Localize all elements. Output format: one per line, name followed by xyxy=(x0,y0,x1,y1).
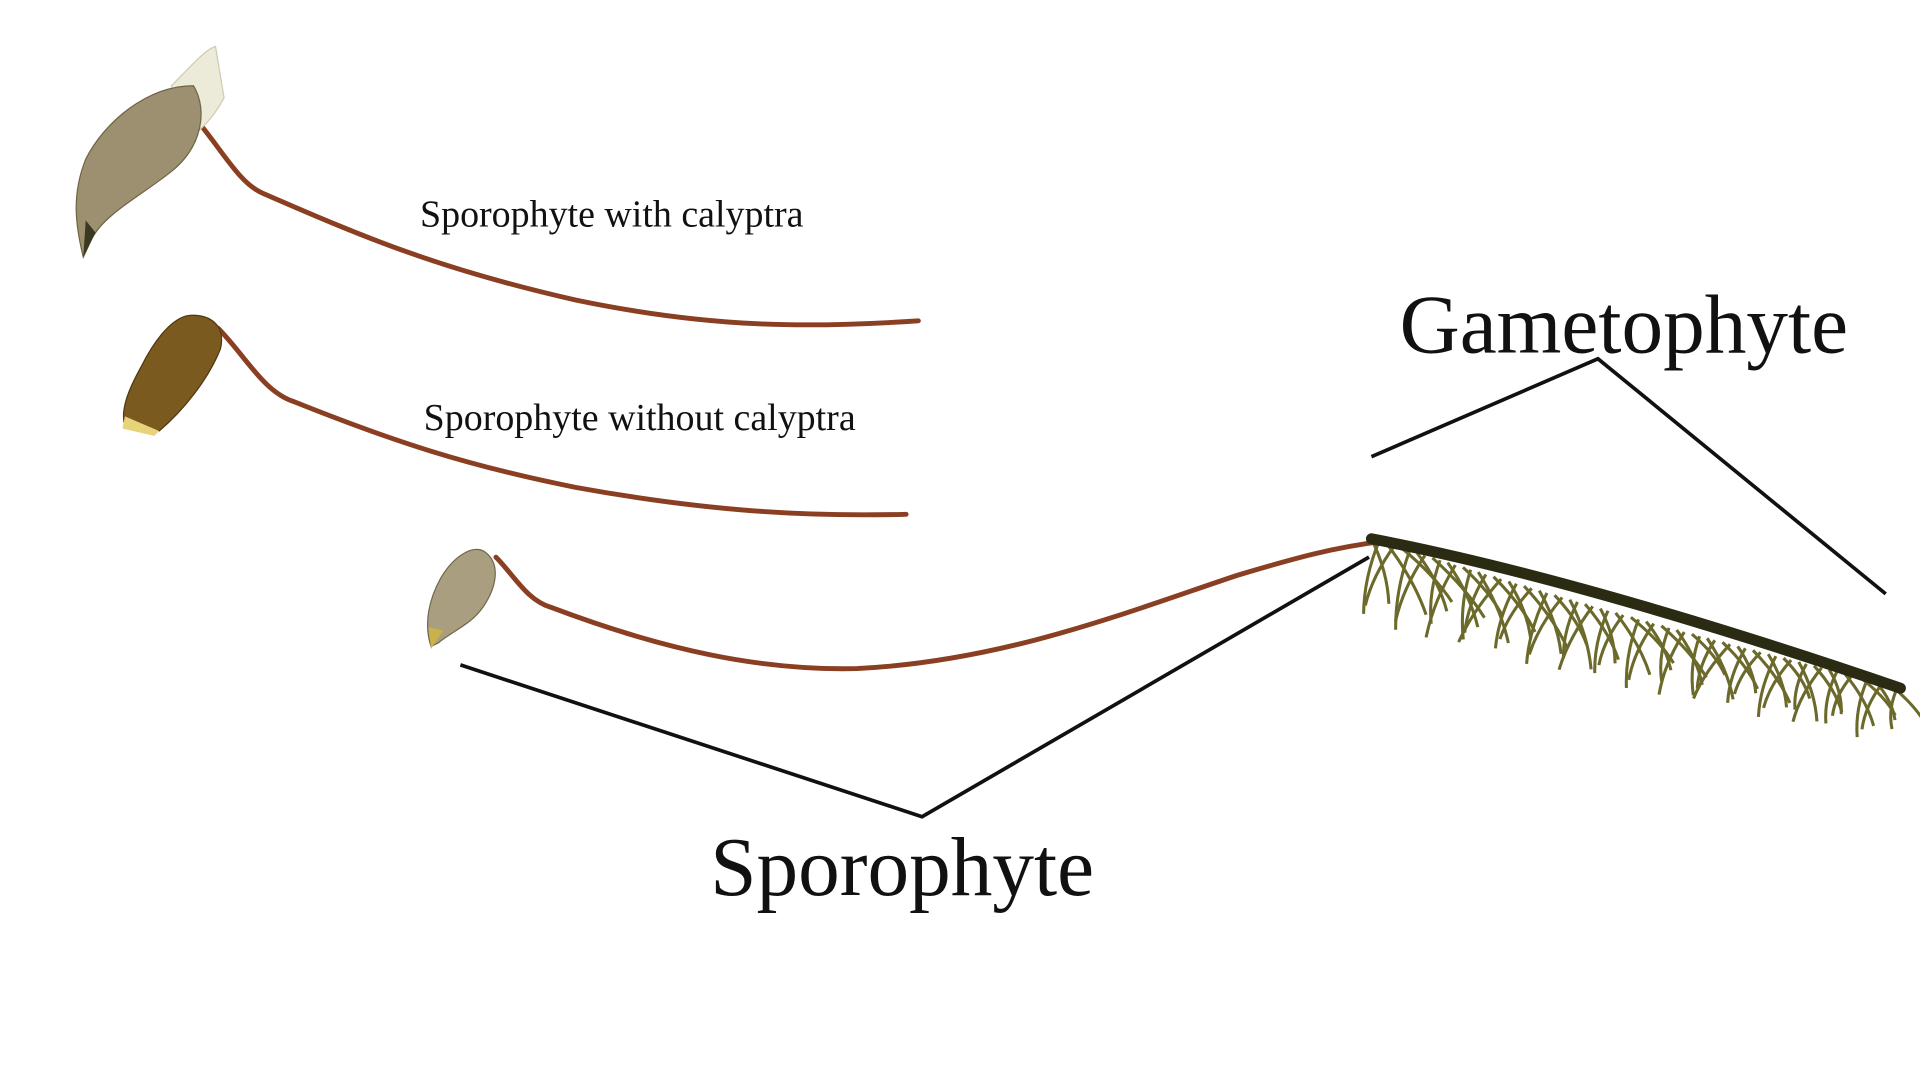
gametophyte-leaf xyxy=(1766,653,1789,708)
gametophyte-leaf xyxy=(1370,538,1391,604)
gametophyte-leaf xyxy=(1660,624,1708,679)
gametophyte-leaf xyxy=(1561,601,1579,658)
gametophyte-leaf xyxy=(1583,603,1620,661)
gametophyte-leaf xyxy=(1751,649,1792,704)
gametophyte-leaf xyxy=(1855,678,1869,738)
gametophyte-leaf xyxy=(1461,566,1505,618)
capsule-3-tip xyxy=(428,626,444,649)
gametophyte-leaf xyxy=(1457,578,1503,643)
gametophyte-leaf xyxy=(1553,594,1589,646)
gametophyte-leaf xyxy=(1599,607,1617,664)
gametophyte-leaf xyxy=(1460,569,1473,640)
capsule-1 xyxy=(75,85,202,259)
label-sporophyte-with-calyptra: Sporophyte with calyptra xyxy=(420,194,804,236)
gametophyte-leaf xyxy=(1782,657,1812,699)
gametophyte-leaf xyxy=(1400,547,1454,603)
gametophyte-leaf xyxy=(1629,616,1675,664)
gametophyte-leaf xyxy=(1363,545,1396,606)
label-sporophyte: Sporophyte xyxy=(710,822,1094,914)
gametophyte-leader-line xyxy=(1370,356,1887,596)
gametophyte-leaf xyxy=(1492,575,1537,633)
sporophyte-leader-line xyxy=(459,555,1370,819)
gametophyte-leaf xyxy=(1692,643,1732,700)
seta-3 xyxy=(493,538,1387,672)
label-sporophyte-without-calyptra: Sporophyte without calyptra xyxy=(424,397,856,439)
gametophyte-leaf xyxy=(1522,584,1569,649)
gametophyte-shoot xyxy=(1362,533,1920,738)
gametophyte-leaf xyxy=(1498,587,1533,640)
sporophyte-without-calyptra xyxy=(122,314,909,518)
gametophyte-leaf xyxy=(1557,605,1594,671)
gametophyte-leaf xyxy=(1527,596,1564,655)
gametophyte-leaf xyxy=(1690,632,1727,676)
gametophyte-leaf xyxy=(1824,670,1839,724)
gametophyte-leaf xyxy=(1705,637,1735,700)
capsule-3 xyxy=(426,548,496,648)
gametophyte-leaf xyxy=(1793,663,1808,710)
seta-2 xyxy=(215,325,909,518)
sporophyte-attached xyxy=(426,538,1387,672)
gametophyte-leaf xyxy=(1797,661,1819,722)
gametophyte-leaf xyxy=(1424,564,1457,638)
gametophyte-leaf xyxy=(1431,556,1486,619)
gametophyte-leaf xyxy=(1812,664,1844,713)
gametophyte-leaf xyxy=(1429,559,1442,624)
gametophyte-leaf xyxy=(1614,611,1652,676)
gametophyte-stem xyxy=(1365,533,1906,694)
capsule-2 xyxy=(122,314,223,432)
gametophyte-leaf xyxy=(1721,641,1759,690)
seta-1 xyxy=(191,113,921,328)
gametophyte-leaf xyxy=(1843,672,1876,727)
gametophyte-leaf xyxy=(1385,542,1428,616)
sporophyte-with-calyptra xyxy=(75,45,921,328)
label-gametophyte: Gametophyte xyxy=(1400,280,1849,372)
capsule-1-tip xyxy=(83,220,96,258)
gametophyte-leaf xyxy=(1394,550,1412,630)
gametophyte-leaf xyxy=(1736,645,1758,694)
capsule-2-mouth xyxy=(122,416,160,436)
gametophyte-leaf xyxy=(1624,618,1640,689)
